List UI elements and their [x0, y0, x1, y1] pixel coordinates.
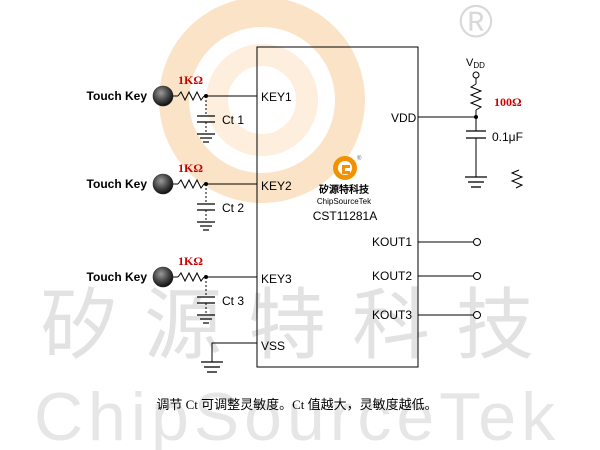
capacitor-ct-label-1: Ct 1 [222, 113, 244, 127]
kout1-terminal [473, 238, 481, 246]
touch-pad-icon-1 [152, 85, 174, 107]
resistor-1k-label-1: 1KΩ [178, 73, 203, 87]
pin-vss: VSS [261, 339, 285, 353]
vdd-terminal [472, 71, 480, 79]
touch-pad-icon-2 [152, 173, 174, 195]
logo-chinese: 矽源特科技 [319, 183, 370, 196]
watermark-ring [159, 0, 365, 203]
pin-key2: KEY2 [261, 179, 292, 193]
power-network: VDD 100Ω 0.1μF [418, 57, 524, 189]
touch-key-label-2: Touch Key [87, 177, 148, 191]
pin-kout2: KOUT2 [372, 269, 412, 283]
pin-kout3: KOUT3 [372, 308, 412, 322]
caption: 调节 Ct 可调整灵敏度。Ct 值越大，灵敏度越低。 [156, 397, 437, 412]
output-pins [418, 238, 481, 319]
resistor-100-ohm-label: 100Ω [494, 95, 522, 109]
watermark-ring-inner [206, 44, 318, 156]
kout3-terminal [473, 311, 481, 319]
vdd-supply-label: VDD [466, 57, 485, 70]
part-number: CST11281A [313, 209, 377, 223]
watermark-chinese: 矽源特科技 [40, 282, 560, 369]
ic-body [256, 46, 419, 368]
capacitor-ct-label-2: Ct 2 [222, 201, 244, 215]
pin-vdd: VDD [391, 111, 417, 125]
vdd-junction [474, 115, 478, 119]
kout2-terminal [473, 272, 481, 280]
logo-english: ChipSourceTek [317, 197, 372, 206]
touch-key-label-1: Touch Key [87, 89, 148, 103]
chip-logo: ® 矽源特科技 ChipSourceTek [317, 155, 372, 206]
watermark-english: ChipSourceTek [34, 379, 560, 450]
resistor-100-ohm [469, 83, 483, 111]
touch-key-channels: Touch Key 1KΩ Ct 1 Touch Key 1KΩ Ct 2 Touch Ke… [87, 73, 257, 324]
resistor-1k-3 [177, 271, 205, 283]
resistor-1k-2 [177, 178, 205, 190]
capacitor-0-1uf-label: 0.1μF [492, 130, 523, 144]
capacitor-ct-label-3: Ct 3 [222, 294, 244, 308]
watermark: ® 矽源特科技 ChipSourceTek [34, 0, 560, 450]
pin-kout1: KOUT1 [372, 235, 412, 249]
registered-mark: ® [459, 0, 493, 47]
logo-registered: ® [357, 155, 362, 162]
pin-key3: KEY3 [261, 272, 292, 286]
pin-key1: KEY1 [261, 90, 292, 104]
vss-ground [201, 342, 257, 373]
touch-key-label-3: Touch Key [87, 270, 148, 284]
resistor-1k-label-2: 1KΩ [178, 161, 203, 175]
resistor-1k-label-3: 1KΩ [178, 254, 203, 268]
resistor-1k-1 [177, 90, 205, 102]
touch-pad-icon-3 [152, 266, 174, 288]
stray-resistor-symbol [510, 169, 524, 189]
